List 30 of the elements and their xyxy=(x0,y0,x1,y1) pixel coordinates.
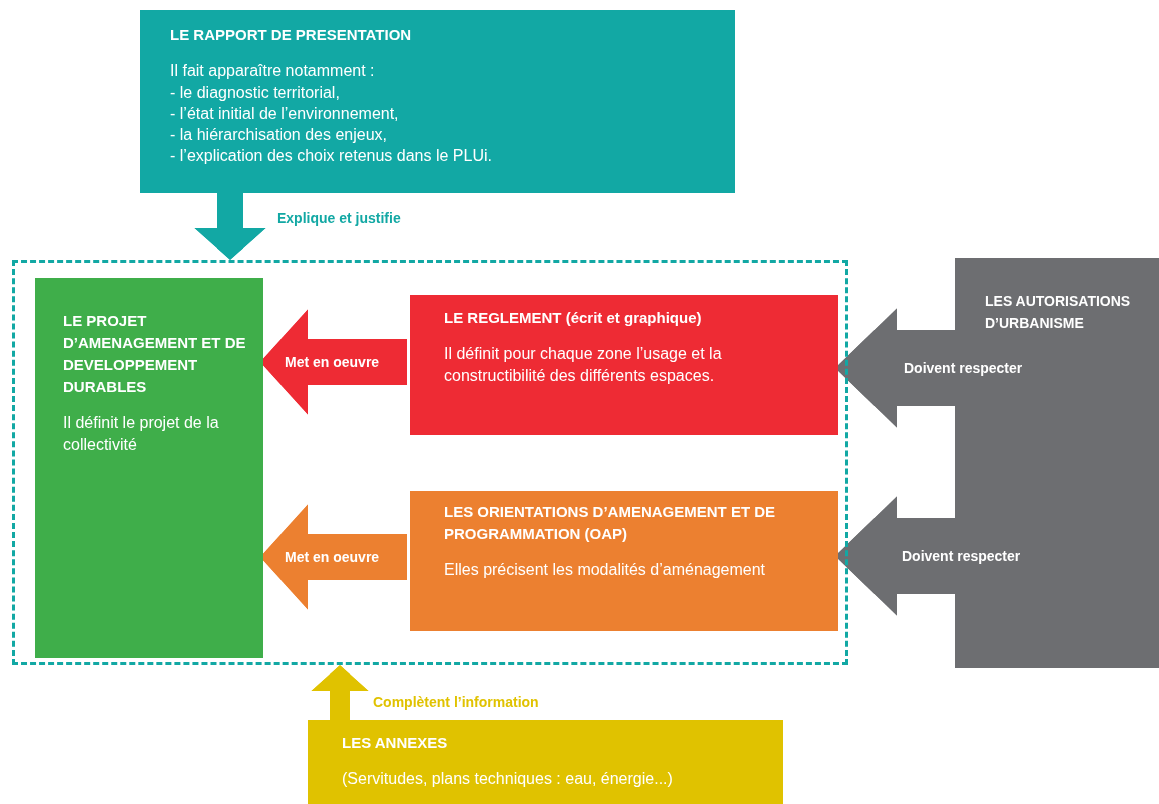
edge-label: Explique et justifie xyxy=(277,209,401,227)
box-heading: LE PROJET D’AMENAGEMENT ET DE DEVELOPPEMENT DURABLES xyxy=(63,311,247,397)
section-box xyxy=(410,491,838,631)
section-box xyxy=(140,10,735,193)
section-box xyxy=(410,295,838,435)
box-text: (Servitudes, plans techniques : eau, énergie...) xyxy=(342,769,674,789)
box-text: Elles précisent les modalités d’aménagement xyxy=(444,560,767,580)
edge-label: Doivent respecter xyxy=(902,547,1021,565)
box-text: Il définit pour chaque zone l’usage et la constructibilité des différents espaces. xyxy=(444,344,723,386)
list-item: - l’état initial de l’environnement, xyxy=(170,104,400,124)
box-heading: LES ANNEXES xyxy=(342,733,449,753)
box-heading: LE REGLEMENT (écrit et graphique) xyxy=(444,308,703,328)
box-text: Il fait apparaître notamment : xyxy=(170,61,376,81)
dashed-frame xyxy=(12,260,848,665)
box-heading: LES ORIENTATIONS D’AMENAGEMENT ET DE PROGRAMMATION (OAP) xyxy=(444,502,777,544)
list-item: - le diagnostic territorial, xyxy=(170,83,341,103)
section-box xyxy=(955,258,1159,668)
edge-label: Met en oeuvre xyxy=(285,548,380,566)
edge-label: Doivent respecter xyxy=(904,359,1023,377)
box-heading: LES AUTORISATIONS D’URBANISME xyxy=(985,292,1132,333)
block-arrow xyxy=(194,193,266,260)
list-item: - l’explication des choix retenus dans le PLUi. xyxy=(170,146,493,166)
block-arrow xyxy=(311,665,369,720)
box-heading: LE RAPPORT DE PRESENTATION xyxy=(170,25,413,45)
box-text: Il définit le projet de la collectivité xyxy=(63,413,220,455)
edge-label: Complètent l’information xyxy=(373,693,539,711)
section-box xyxy=(308,720,783,804)
edge-label: Met en oeuvre xyxy=(285,353,380,371)
section-box xyxy=(35,278,263,658)
list-item: - la hiérarchisation des enjeux, xyxy=(170,125,388,145)
